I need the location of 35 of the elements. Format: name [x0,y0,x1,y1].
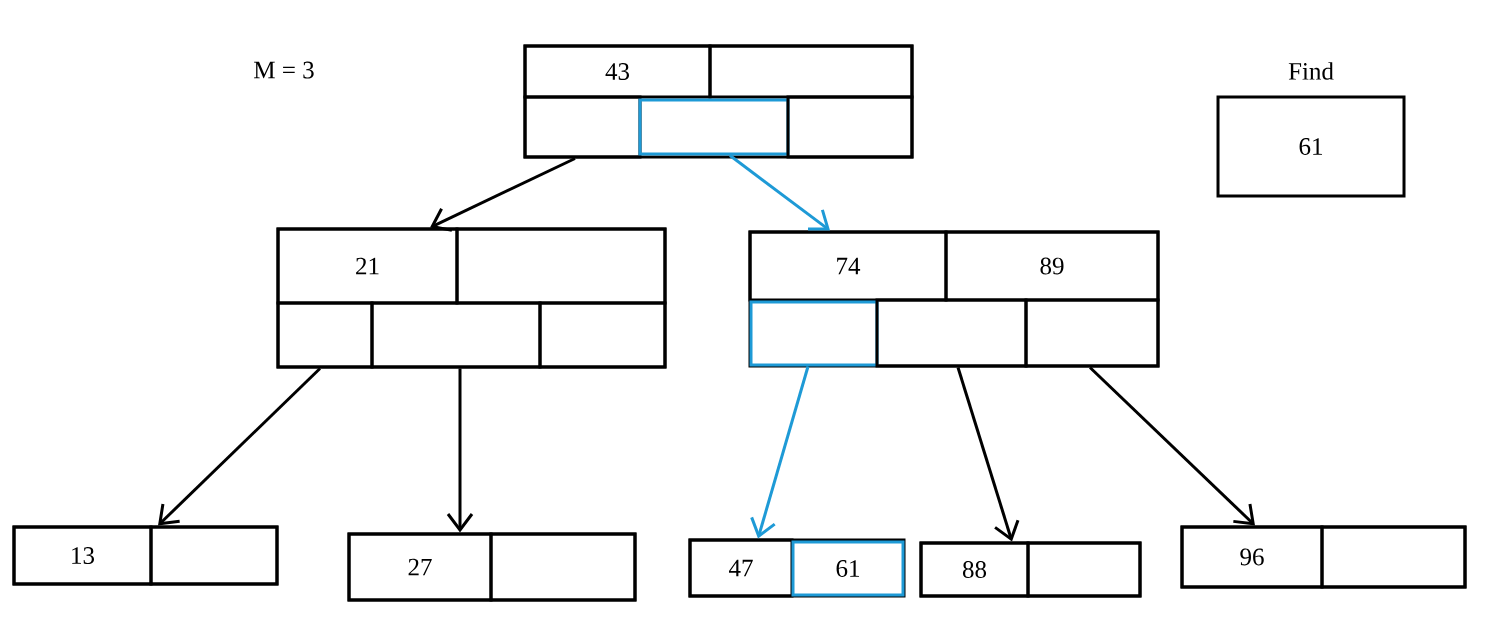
empty-cell [749,300,879,367]
key-cell: 88 [919,541,1030,598]
search-box: 61 Find [1216,62,1406,198]
empty-cell [149,525,279,586]
empty-cell [276,301,374,369]
key-cell: 21 [276,227,459,305]
empty-cell [875,298,1028,368]
arrow [446,368,474,533]
arrow [750,366,810,539]
arrow [956,367,1020,542]
empty-cell [1320,525,1467,589]
empty-cell [370,301,542,369]
arrow [430,157,576,232]
key-cell: 74 [748,230,948,302]
arrow [1088,366,1255,526]
empty-cell [786,95,914,159]
arrow [729,154,830,231]
empty-cell [523,95,642,159]
empty-cell [708,44,914,99]
empty-cell [455,227,667,305]
order-label: M = 3 [254,61,314,79]
key-cell: 89 [944,230,1160,302]
key-cell: 43 [523,44,712,99]
arrow [158,367,322,526]
key-cell: 96 [1180,525,1324,589]
empty-cell [1024,298,1160,368]
key-cell: 13 [12,525,153,586]
empty-cell [489,532,637,602]
empty-cell [638,98,790,156]
key-cell: 27 [347,532,493,602]
key-cell: 47 [688,538,794,598]
empty-cell [1026,541,1142,598]
empty-cell [538,301,667,369]
node-label: Find [1288,62,1334,80]
key-cell: 61 [791,540,905,597]
